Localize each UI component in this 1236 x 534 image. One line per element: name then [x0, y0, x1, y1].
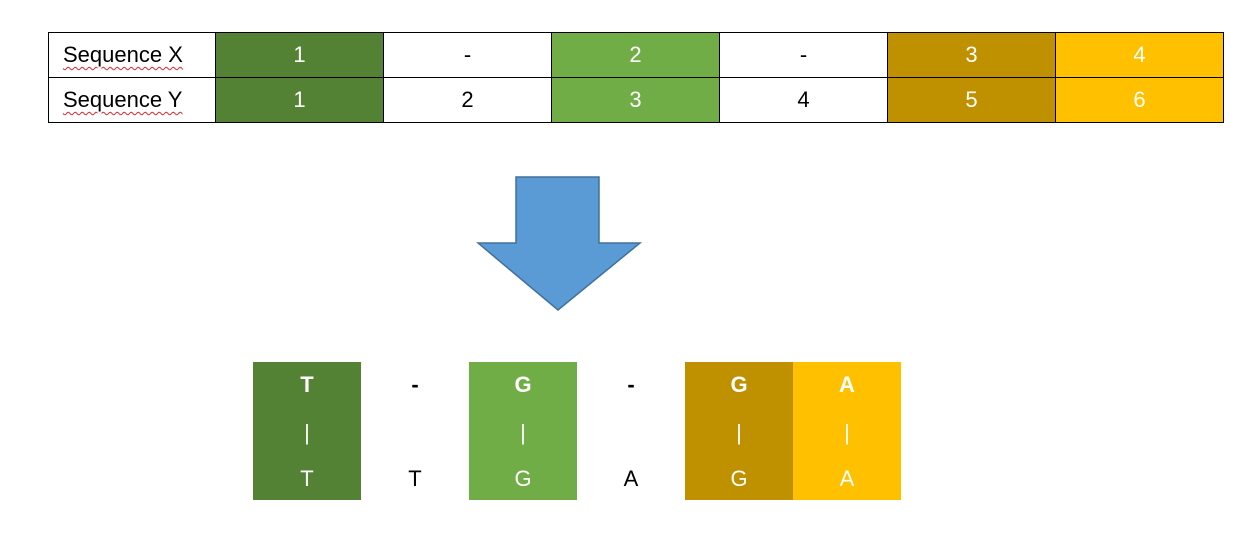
table-cell: 6 [1055, 77, 1224, 123]
base-bottom: T [408, 466, 422, 491]
table-cell: 1 [215, 32, 384, 78]
match-bar: | [520, 420, 526, 445]
table-cell: 1 [215, 77, 384, 123]
match-bar: | [844, 420, 850, 445]
sequence-x-row: Sequence X 1 - 2 - 3 4 [48, 32, 1224, 78]
base-column: - T [361, 362, 469, 500]
row-label-text: Sequence X [63, 42, 183, 67]
table-cell: - [383, 32, 552, 78]
base-top: G [730, 372, 748, 397]
base-column: G | G [685, 362, 793, 500]
row-label: Sequence Y [48, 77, 216, 123]
base-column: - A [577, 362, 685, 500]
base-top: - [627, 372, 635, 397]
base-bottom: G [514, 466, 532, 491]
down-arrow-icon [476, 176, 642, 311]
base-alignment: T | T - T G | G - A G | G A | A [253, 362, 901, 500]
base-bottom: A [623, 466, 639, 491]
table-cell: 3 [887, 32, 1056, 78]
table-cell: 4 [719, 77, 888, 123]
base-bottom: A [839, 466, 855, 491]
base-column: A | A [793, 362, 901, 500]
table-cell: 2 [551, 32, 720, 78]
row-label: Sequence X [48, 32, 216, 78]
table-cell: 5 [887, 77, 1056, 123]
base-bottom: T [300, 466, 314, 491]
table-cell: - [719, 32, 888, 78]
alignment-table: Sequence X 1 - 2 - 3 4 Sequence Y 1 2 3 … [48, 32, 1224, 123]
sequence-y-row: Sequence Y 1 2 3 4 5 6 [48, 77, 1224, 123]
base-top: - [411, 372, 419, 397]
base-column: T | T [253, 362, 361, 500]
match-bar: | [736, 420, 742, 445]
table-cell: 2 [383, 77, 552, 123]
base-top: A [839, 372, 855, 397]
base-top: G [514, 372, 532, 397]
table-cell: 3 [551, 77, 720, 123]
base-top: T [300, 372, 314, 397]
match-bar: | [304, 420, 310, 445]
table-cell: 4 [1055, 32, 1224, 78]
base-column: G | G [469, 362, 577, 500]
row-label-text: Sequence Y [63, 87, 183, 112]
base-bottom: G [730, 466, 748, 491]
